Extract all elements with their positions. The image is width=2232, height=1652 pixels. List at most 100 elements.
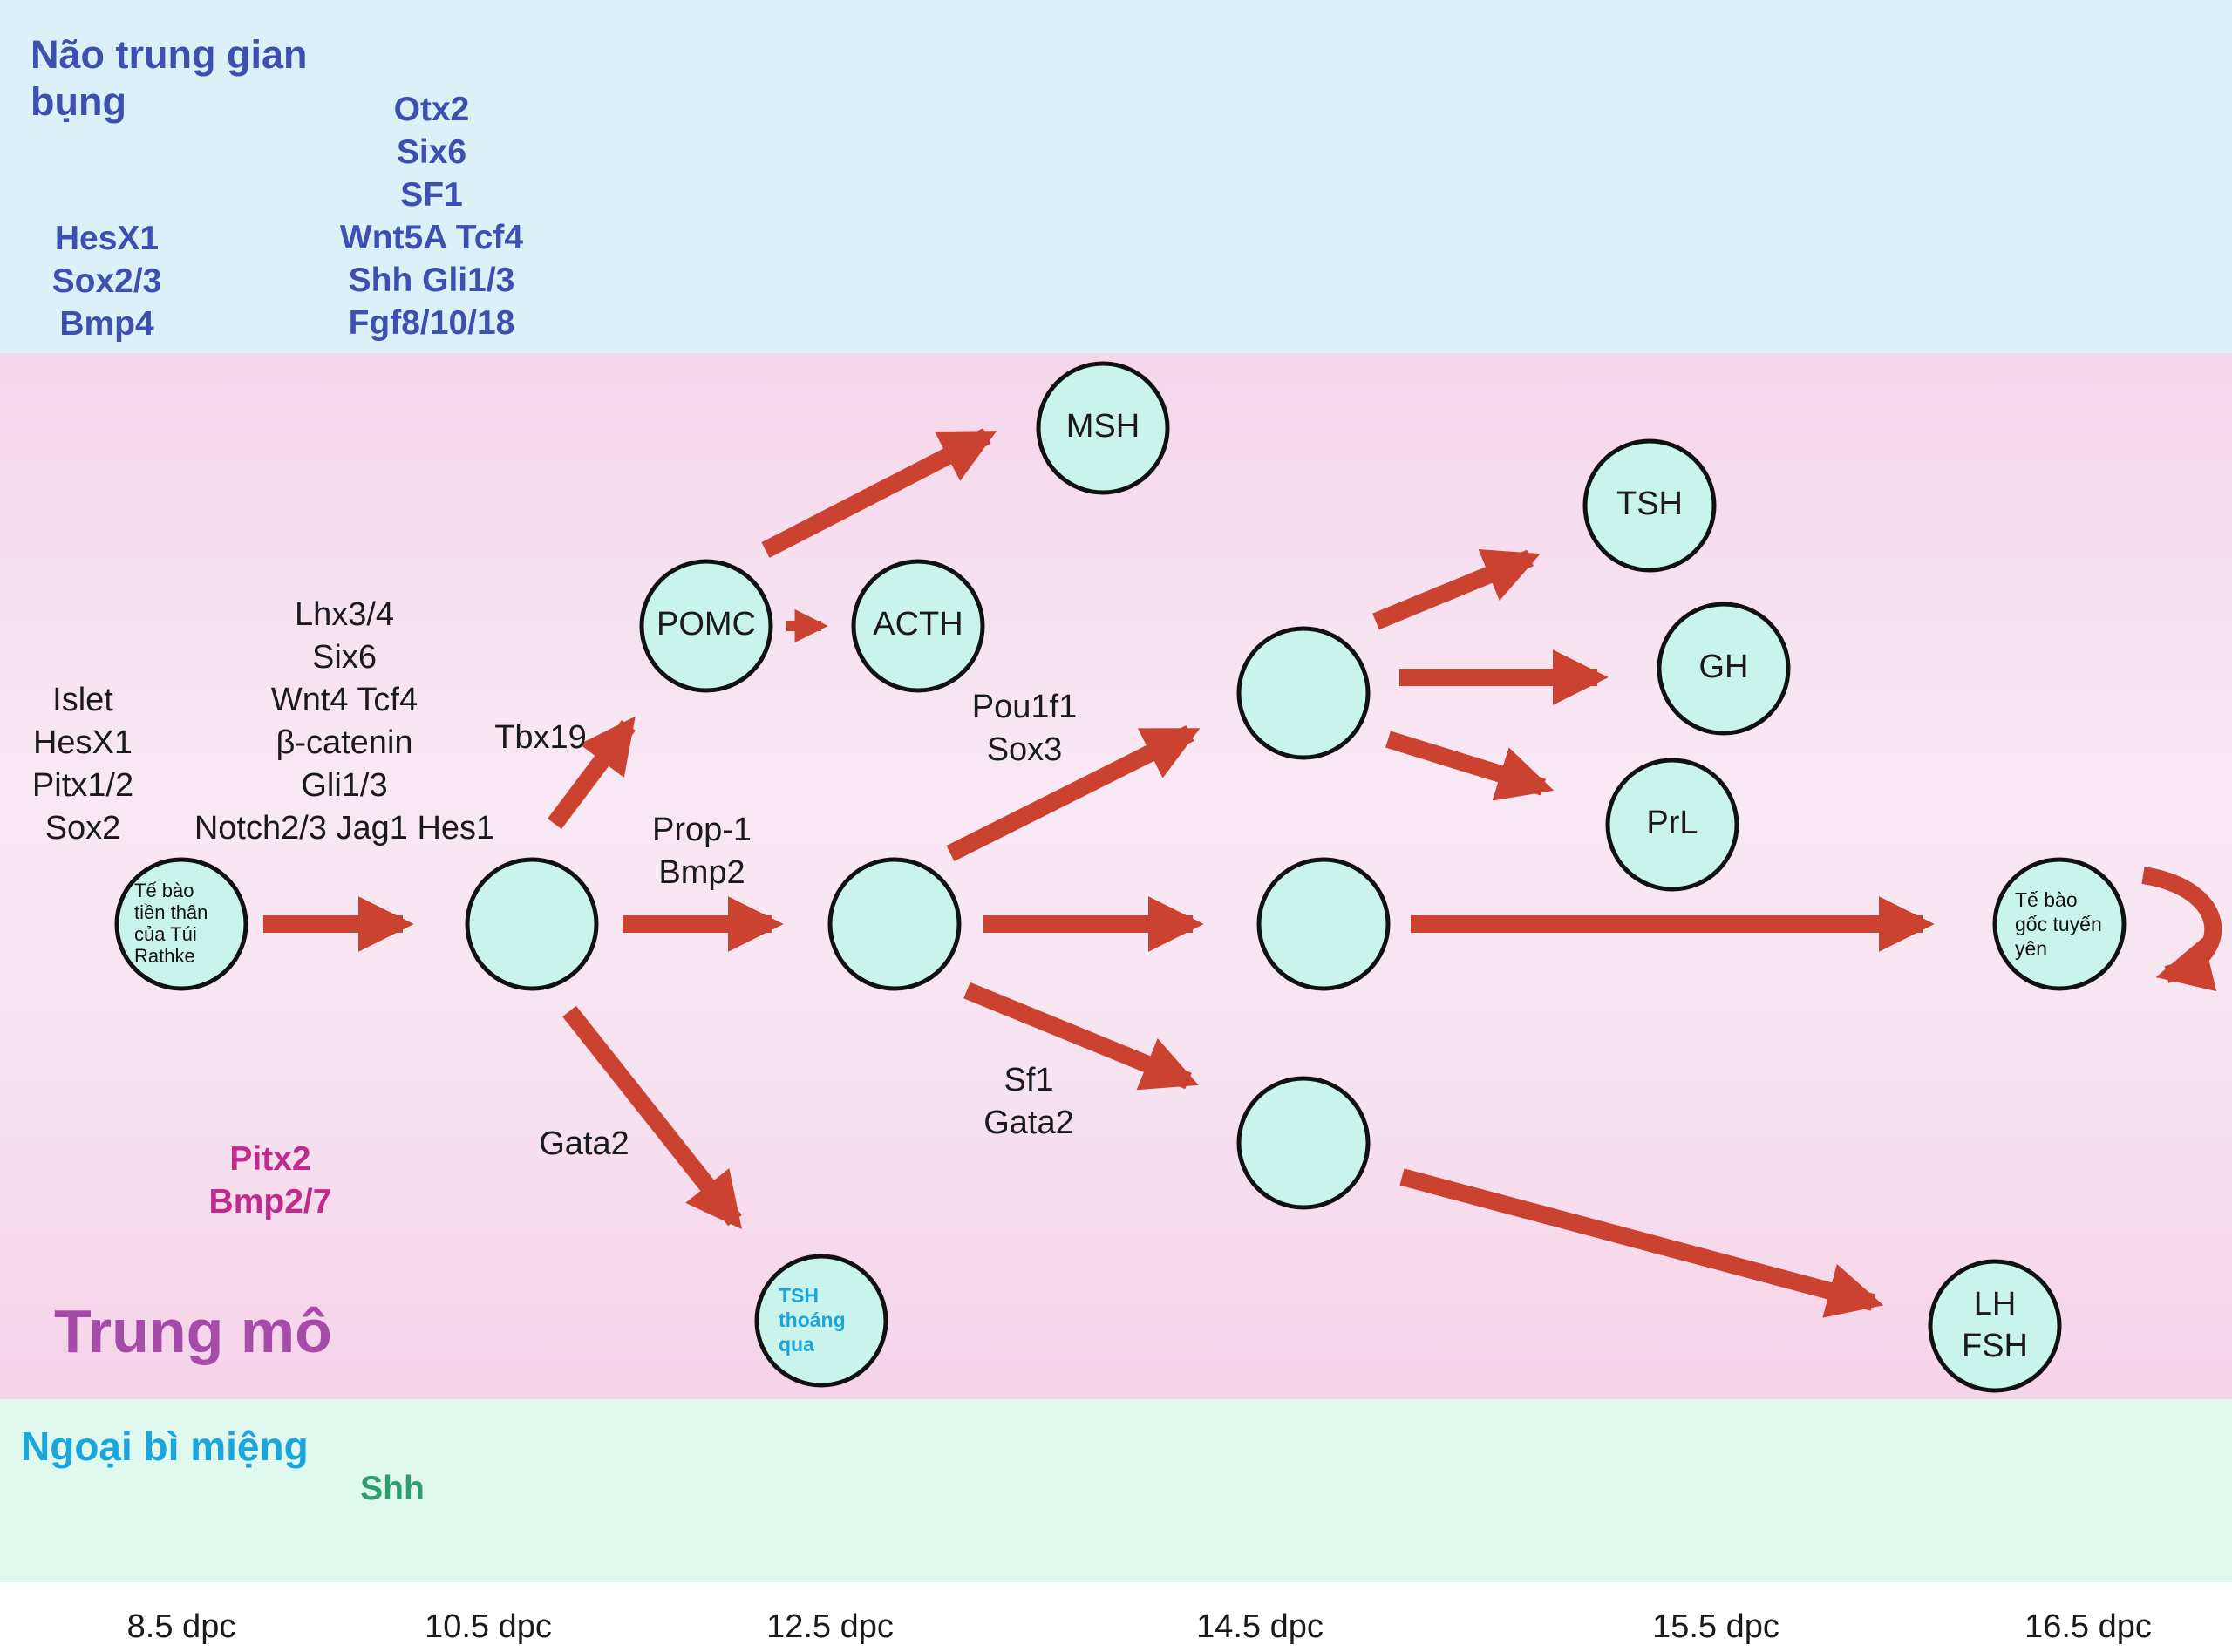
gene-label: Notch2/3 Jag1 Hes1 <box>194 810 495 846</box>
pou1f1-label: Pou1f1 Sox3 <box>959 686 1090 772</box>
gene-label: Otx2 <box>393 91 470 128</box>
gene-label: Shh Gli1/3 <box>348 262 515 299</box>
node-tsh <box>1582 438 1717 573</box>
lh-fsh-label: LH FSH <box>1930 1283 2059 1367</box>
top-genes-left: HesX1 Sox2/3 Bmp4 <box>44 217 170 345</box>
stage2-genes: Lhx3/4 Six6 Wnt4 Tcf4 β-catenin Gli1/3 N… <box>170 594 519 850</box>
arrow-stage2-to-pomc <box>548 716 636 830</box>
arrow-stage3-to-pou-cell <box>946 725 1201 861</box>
timeline-tick: 15.5 dpc <box>1652 1608 1779 1645</box>
self-renewal-arrow <box>2141 867 2222 992</box>
ventral-diencephalon-title-line-1: Não trung gian <box>31 32 308 77</box>
gene-label: Wnt4 Tcf4 <box>270 682 418 718</box>
pituitary-stem-label: Tế bào gốc tuyến yên <box>2015 887 2102 961</box>
node-gh <box>1657 602 1791 736</box>
ventral-diencephalon-title: Não trung gian bụng <box>31 31 307 126</box>
arrow-pou-to-tsh <box>1372 548 1541 630</box>
node-text-line: của Túi <box>134 923 197 945</box>
node-text-line: tiền thân <box>134 901 208 923</box>
node-stage2 <box>465 857 599 991</box>
node-pomc <box>639 559 773 693</box>
node-sf1-cell <box>1236 1076 1371 1210</box>
node-pou1f1-cell <box>1236 626 1371 760</box>
sf1-label: Sf1 Gata2 <box>972 1059 1085 1145</box>
ventral-diencephalon-title-line-2: bụng <box>31 79 126 124</box>
gene-label: Sox2 <box>44 810 121 846</box>
node-msh <box>1036 361 1170 495</box>
node-text-line: qua <box>779 1333 814 1356</box>
gene-label: Sox3 <box>986 731 1063 768</box>
gene-label: Sf1 <box>1004 1062 1054 1098</box>
msh-label: MSH <box>1065 408 1140 445</box>
node-text-line: gốc tuyến <box>2015 913 2102 935</box>
node-text-line: thoáng <box>779 1309 846 1331</box>
timeline-tick: 10.5 dpc <box>425 1608 552 1645</box>
mesenchyme-band <box>0 353 2232 1399</box>
arrow-pomc-to-msh <box>761 428 997 558</box>
pomc-label: POMC <box>657 606 756 642</box>
gene-label: Prop-1 <box>651 812 752 848</box>
node-pituitary-stem <box>1992 857 2127 991</box>
gene-label: β-catenin <box>276 724 413 761</box>
gene-label: Shh <box>360 1470 425 1507</box>
gene-label: Pou1f1 <box>971 689 1078 725</box>
node-text-line: LH <box>1973 1286 2017 1322</box>
gene-label: Lhx3/4 <box>294 596 395 633</box>
node-tsh-transient <box>754 1254 888 1388</box>
gene-label: Fgf8/10/18 <box>348 304 515 342</box>
prop1-label: Prop-1 Bmp2 <box>632 809 772 894</box>
node-acth <box>851 559 985 693</box>
gh-label: GH <box>1698 649 1749 685</box>
tbx19-label: Tbx19 <box>494 719 587 756</box>
node-lh-fsh <box>1928 1259 2062 1393</box>
gene-label: Pitx1/2 <box>31 767 134 804</box>
arrow-pou-to-prl <box>1385 731 1555 801</box>
gene-label: Six6 <box>312 639 377 676</box>
node-text-line: FSH <box>1962 1328 2028 1364</box>
tsh-transient-label: TSH thoáng qua <box>779 1283 846 1356</box>
prl-label: PrL <box>1646 805 1698 841</box>
node-text-line: yên <box>2015 937 2048 960</box>
gene-label: Gata2 <box>983 1105 1074 1141</box>
oral-ectoderm-title: Ngoại bì miệng <box>21 1424 309 1469</box>
arrow-sf1-to-lh-fsh <box>1399 1168 1884 1318</box>
tsh-label: TSH <box>1616 486 1683 522</box>
oral-ectoderm-genes: Shh <box>344 1467 440 1510</box>
ventral-diencephalon-band <box>0 0 2232 353</box>
gene-label: Bmp4 <box>59 305 154 343</box>
node-text-line: Tế bào <box>2015 888 2078 911</box>
timeline-tick: 16.5 dpc <box>2024 1608 2152 1645</box>
arrow-stage2-to-tsh-transient <box>562 1005 742 1230</box>
node-text-line: Tế bào <box>134 880 194 901</box>
gene-label: Pitx2 <box>229 1140 311 1178</box>
node-stem-precursor <box>1256 857 1391 991</box>
oral-ectoderm-band <box>0 1399 2232 1582</box>
gene-label: Gli1/3 <box>301 767 388 804</box>
top-genes-right: Otx2 Six6 SF1 Wnt5A Tcf4 Shh Gli1/3 Fgf8… <box>314 88 549 344</box>
gene-label: Wnt5A Tcf4 <box>339 219 524 256</box>
mesenchyme-genes: Pitx2 Bmp2/7 <box>192 1138 349 1223</box>
node-prl <box>1605 758 1739 892</box>
mesenchyme-title: Trung mô <box>54 1297 332 1365</box>
timeline-tick: 14.5 dpc <box>1196 1608 1324 1645</box>
node-rathke-precursor <box>114 857 248 991</box>
gene-label: Bmp2 <box>658 854 745 891</box>
timeline-tick: 12.5 dpc <box>766 1608 894 1645</box>
arrow-stage3-to-sf1-cell <box>963 982 1199 1091</box>
gene-label: HesX1 <box>32 724 133 761</box>
timeline-tick: 8.5 dpc <box>126 1608 236 1645</box>
gata2-label: Gata2 <box>539 1125 629 1162</box>
gene-label: Islet <box>52 682 113 718</box>
node-text-line: Rathke <box>134 945 195 967</box>
gene-label: Six6 <box>396 133 467 171</box>
gene-label: Sox2/3 <box>51 262 162 300</box>
acth-label: ACTH <box>873 606 963 642</box>
gene-label: HesX1 <box>54 220 160 257</box>
rathke-node-text: Tế bào tiền thân của Túi Rathke <box>134 880 208 967</box>
gene-label: SF1 <box>400 176 463 214</box>
node-text-line: TSH <box>779 1284 819 1307</box>
gene-label: Bmp2/7 <box>208 1183 332 1220</box>
timeline-band <box>0 1582 2232 1652</box>
node-stage3 <box>827 857 962 991</box>
